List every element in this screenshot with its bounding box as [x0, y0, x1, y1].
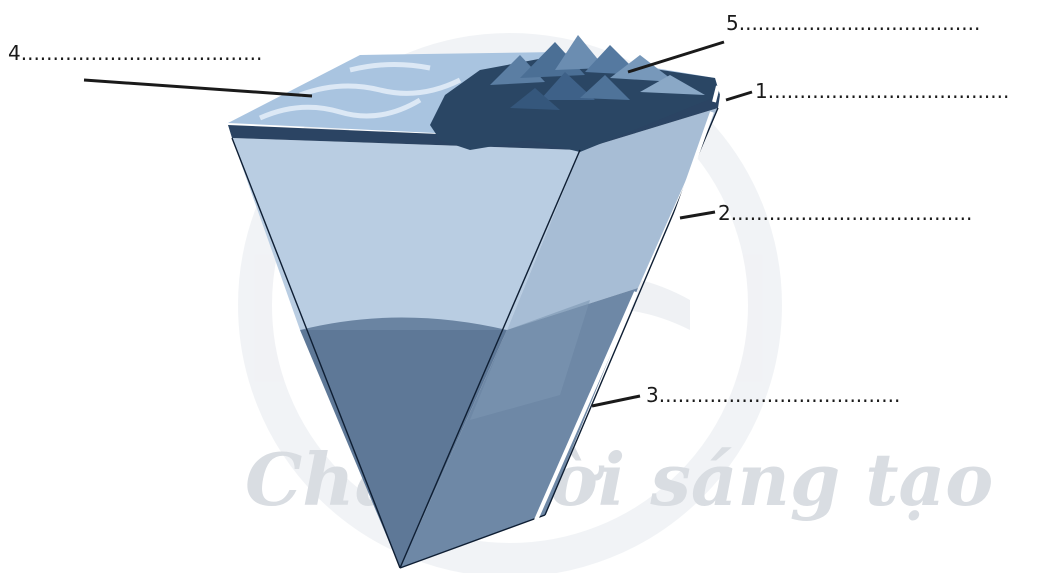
core-inner-shading — [470, 300, 590, 420]
label-3: 3...................................... — [646, 383, 900, 407]
label-4: 4...................................... — [8, 41, 262, 65]
core-left-face — [300, 330, 507, 568]
label-2: 2...................................... — [718, 201, 972, 225]
mantle-left-face — [232, 138, 580, 330]
ocean-swirls — [258, 61, 462, 121]
layer-brackets — [534, 85, 720, 521]
leader-lines — [83, 40, 753, 408]
core-right-face — [400, 288, 638, 568]
core-left-curve — [300, 317, 507, 330]
mantle-right-face — [507, 108, 718, 330]
label-5: 5...................................... — [726, 11, 980, 35]
label-1: 1...................................... — [755, 79, 1009, 103]
